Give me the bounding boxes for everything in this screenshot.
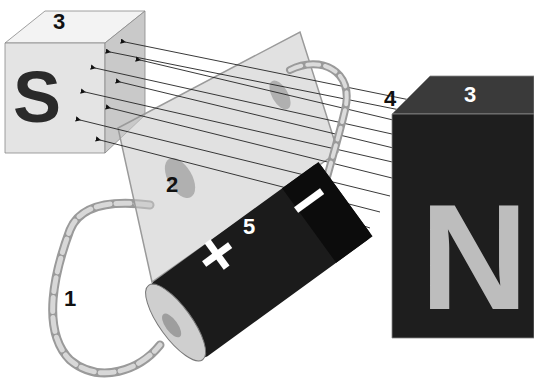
magnet-face: [5, 43, 105, 153]
magnet-face: [392, 114, 534, 338]
coil-side: [265, 77, 295, 113]
callout-number: 1: [64, 288, 76, 310]
magnet-face: [392, 76, 534, 114]
pole-letter: S: [13, 61, 61, 133]
callout-number: 3: [464, 84, 476, 106]
callout-number: 3: [53, 11, 65, 33]
battery-body: [136, 162, 373, 369]
coil-side: [159, 153, 202, 203]
callout-number: 5: [243, 216, 255, 238]
north-magnet: 3N: [382, 70, 534, 340]
callout-number: 4: [384, 88, 396, 110]
wire: [53, 203, 160, 373]
pole-letter: N: [420, 182, 528, 332]
south-magnet: 3S: [3, 3, 148, 155]
callout-number: 2: [166, 174, 178, 196]
magnet-face: [105, 11, 145, 153]
wire-links: [53, 203, 160, 373]
